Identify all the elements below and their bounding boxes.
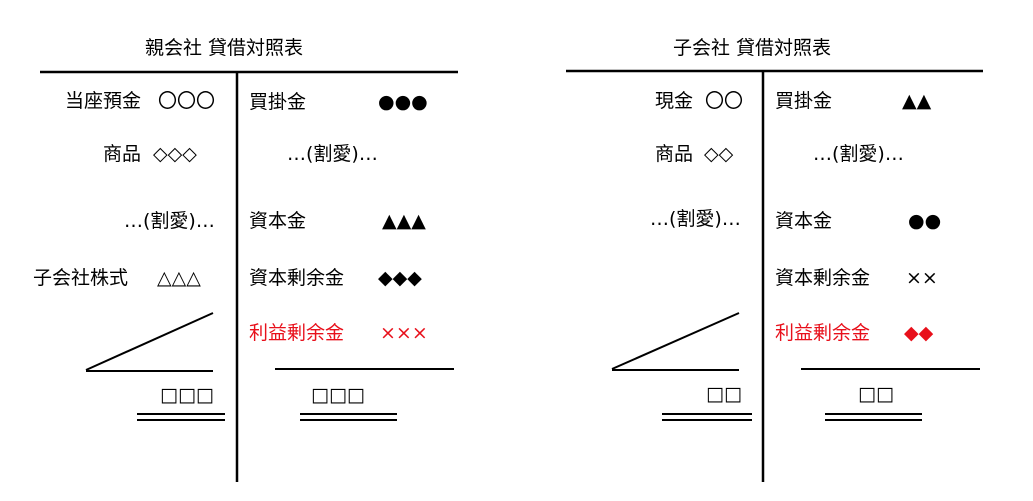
- subsidiary-title: 子会社 貸借対照表: [673, 37, 832, 59]
- subsidiary-liability-value-4: ◆◆: [904, 322, 934, 344]
- subsidiary-liability-value-0: ▲▲: [902, 90, 932, 112]
- parent-asset-label-0: 当座預金: [65, 90, 142, 112]
- parent-liability-value-2: ▲▲▲: [382, 210, 426, 232]
- parent-asset-label-1: 商品: [103, 143, 142, 165]
- parent-asset-label-3: 子会社株式: [33, 267, 129, 289]
- subsidiary-liability-value-3: ××: [906, 267, 938, 289]
- subsidiary-asset-value-0: 〇〇: [705, 90, 744, 112]
- subsidiary-liability-label-3: 資本剰余金: [775, 267, 871, 289]
- parent-debit-total: □□□: [160, 384, 214, 406]
- parent-asset-value-3: △△△: [157, 267, 201, 289]
- subsidiary-credit-total: □□: [858, 383, 894, 405]
- subsidiary-liability-label-0: 買掛金: [775, 90, 833, 112]
- parent-asset-value-2: …(割愛)…: [124, 210, 215, 232]
- parent-liability-value-1: …(割愛)…: [287, 143, 378, 165]
- parent-liability-label-0: 買掛金: [249, 91, 307, 113]
- subsidiary-liability-label-2: 資本金: [775, 210, 833, 232]
- parent-liability-value-3: ◆◆◆: [378, 267, 422, 289]
- subsidiary-asset-value-2: …(割愛)…: [650, 208, 741, 230]
- parent-liability-label-2: 資本金: [249, 210, 307, 232]
- subsidiary-liability-label-4: 利益剰余金: [775, 322, 871, 344]
- parent-title: 親会社 貸借対照表: [145, 37, 304, 59]
- subsidiary-liability-value-1: …(割愛)…: [813, 143, 904, 165]
- subsidiary-asset-label-1: 商品: [655, 143, 694, 165]
- subsidiary-debit-total: □□: [706, 383, 742, 405]
- subsidiary-liability-value-2: ●●: [908, 210, 942, 232]
- parent-liability-value-4: ×××: [380, 322, 428, 344]
- parent-liability-label-3: 資本剰余金: [249, 267, 345, 289]
- parent-diagonal-line: [85, 312, 214, 371]
- subsidiary-diagonal-line: [611, 312, 740, 370]
- parent-liability-label-4: 利益剰余金: [249, 322, 345, 344]
- subsidiary-asset-label-0: 現金: [655, 90, 694, 112]
- parent-liability-value-0: ●●●: [378, 91, 428, 113]
- subsidiary-asset-value-1: ◇◇: [704, 143, 734, 165]
- parent-asset-value-1: ◇◇◇: [153, 143, 197, 165]
- parent-credit-total: □□□: [311, 384, 365, 406]
- parent-asset-value-0: 〇〇〇: [158, 90, 216, 112]
